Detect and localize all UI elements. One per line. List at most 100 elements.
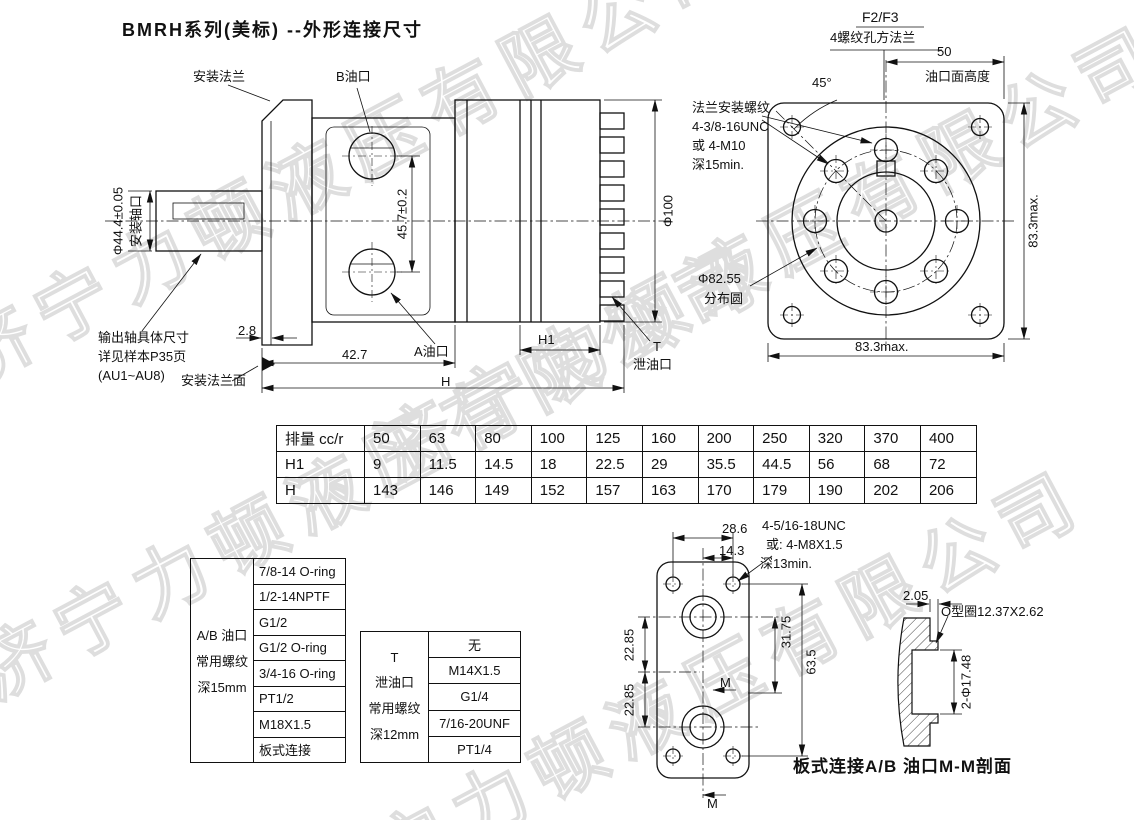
dim-28-6: 28.6 xyxy=(722,521,748,536)
table-row: 7/16-20UNF xyxy=(361,709,521,737)
t-header-line: 深12mm xyxy=(369,727,420,743)
table-row-h: H 143 146 149 152 157 163 170 179 190 20… xyxy=(276,477,977,504)
cell: 无 xyxy=(428,630,521,659)
label-shaft-mount: 安装轴口 xyxy=(128,194,144,248)
table-row-h1: H1 9 11.5 14.5 18 22.5 29 35.5 44.5 56 6… xyxy=(276,451,977,478)
cell: 125 xyxy=(586,425,643,452)
label-pf-thread-3: 深13min. xyxy=(760,556,813,571)
cell: 50 xyxy=(364,425,421,452)
cell: 179 xyxy=(753,477,810,504)
cell: 44.5 xyxy=(753,451,810,478)
label-shaft-note-1: 输出轴具体尺寸 xyxy=(98,330,190,345)
t-table-header: T 泄油口 常用螺纹 深12mm xyxy=(360,631,429,763)
table-row: 3/4-16 O-ring xyxy=(191,660,346,687)
dim-31-75: 31.75 xyxy=(778,615,794,649)
cell: 11.5 xyxy=(419,451,477,478)
dim-h: H xyxy=(441,374,451,389)
cell: PT1/2 xyxy=(253,685,346,712)
gerotor-profile xyxy=(599,112,625,322)
cell: 100 xyxy=(530,425,588,452)
bolt-holes xyxy=(799,134,973,308)
port-b-face xyxy=(681,595,725,639)
cell: 22.5 xyxy=(586,451,643,478)
dim-22-85-a: 22.85 xyxy=(621,628,637,662)
label-port-a: A油口 xyxy=(414,344,449,359)
t-header-line: T xyxy=(390,650,399,666)
table-row-displacement: 排量 cc/r 50 63 80 100 125 160 200 250 320… xyxy=(276,425,977,452)
section-mark-m-bottom: M xyxy=(707,796,718,811)
label-pf-thread-1: 4-5/16-18UNC xyxy=(762,518,846,533)
dim-d100: Φ100 xyxy=(660,194,676,228)
dim-17-48: 2-Φ17.48 xyxy=(958,654,974,710)
ab-table-header: A/B 油口 常用螺纹 深15mm xyxy=(190,558,254,763)
cell: 7/8-14 O-ring xyxy=(253,558,346,585)
cell: 3/4-16 O-ring xyxy=(253,660,346,687)
cell: 157 xyxy=(586,477,643,504)
label-bolt-circle: 分布圆 xyxy=(704,291,744,306)
table-row: PT1/4 xyxy=(361,735,521,763)
cell: 排量 cc/r xyxy=(276,425,365,452)
cell: M14X1.5 xyxy=(428,657,521,685)
dim-42-7: 42.7 xyxy=(342,347,368,362)
dim-2-05: 2.05 xyxy=(903,588,929,603)
t-header-line: 常用螺纹 xyxy=(368,701,421,717)
label-drain-t: T xyxy=(653,339,661,354)
label-shaft-diameter: Φ44.4±0.05 xyxy=(110,186,126,256)
label-pf-thread-2: 或: 4-M8X1.5 xyxy=(766,537,843,552)
label-flange-thread-4: 深15min. xyxy=(692,157,745,172)
label-o-ring: O型圈12.37X2.62 xyxy=(941,604,1044,619)
section-cut-profile xyxy=(897,617,939,747)
cell: G1/2 xyxy=(253,609,346,636)
dim-flange-width: 83.3max. xyxy=(855,339,909,354)
table-row: A/B 油口 常用螺纹 深15mm 7/8-14 O-ring xyxy=(190,558,346,763)
cell: 149 xyxy=(475,477,532,504)
cell: 370 xyxy=(864,425,921,452)
ab-header-line: A/B 油口 xyxy=(196,628,248,643)
cell: G1/2 O-ring xyxy=(253,634,346,661)
cell: 146 xyxy=(419,477,477,504)
cell: 18 xyxy=(530,451,588,478)
label-flange-name: 4螺纹孔方法兰 xyxy=(830,30,916,45)
dim-angle-45: 45° xyxy=(812,75,832,90)
cell: 9 xyxy=(364,451,421,478)
dim-flange-height: 83.3max. xyxy=(1025,194,1041,248)
label-flange-thread-3: 或 4-M10 xyxy=(692,138,746,153)
label-mounting-flange: 安装法兰 xyxy=(193,69,246,84)
cell: H1 xyxy=(276,451,365,478)
dim-14-3: 14.3 xyxy=(719,543,745,558)
ab-header-line: 深15mm xyxy=(197,680,247,695)
page-title: BMRH系列(美标) --外形连接尺寸 xyxy=(122,20,423,40)
ab-port-thread-table: A/B 油口 常用螺纹 深15mm 7/8-14 O-ring 1/2-14NP… xyxy=(190,558,346,763)
cell: 170 xyxy=(697,477,755,504)
size-table: 排量 cc/r 50 63 80 100 125 160 200 250 320… xyxy=(276,425,977,504)
label-drain-port: 泄油口 xyxy=(633,357,673,372)
cell: 163 xyxy=(641,477,699,504)
port-face-bolt-holes xyxy=(663,574,743,766)
ab-header-line: 常用螺纹 xyxy=(195,654,248,669)
section-view xyxy=(897,599,962,747)
dim-bolt-circle: Φ82.55 xyxy=(698,271,741,286)
cell: 7/16-20UNF xyxy=(428,709,521,737)
cell: 160 xyxy=(641,425,699,452)
cell: 14.5 xyxy=(475,451,532,478)
label-flange-face: 安装法兰面 xyxy=(181,373,247,388)
cell: 68 xyxy=(864,451,921,478)
dim-50: 50 xyxy=(937,44,952,59)
cell: 250 xyxy=(753,425,810,452)
cell: 1/2-14NPTF xyxy=(253,583,346,610)
table-row: G1/4 xyxy=(361,683,521,711)
cell: 202 xyxy=(864,477,921,504)
cell: 35.5 xyxy=(697,451,755,478)
cell: 56 xyxy=(808,451,866,478)
cell: 206 xyxy=(919,477,977,504)
table-row: M18X1.5 xyxy=(191,711,346,738)
cell: G1/4 xyxy=(428,683,521,711)
cell: 400 xyxy=(919,425,977,452)
label-shaft-note-3: (AU1~AU8) xyxy=(98,368,165,383)
dim-2-8: 2.8 xyxy=(238,323,257,338)
cell: 152 xyxy=(530,477,588,504)
port-face-view xyxy=(638,532,808,799)
table-row: 板式连接 xyxy=(191,736,346,763)
